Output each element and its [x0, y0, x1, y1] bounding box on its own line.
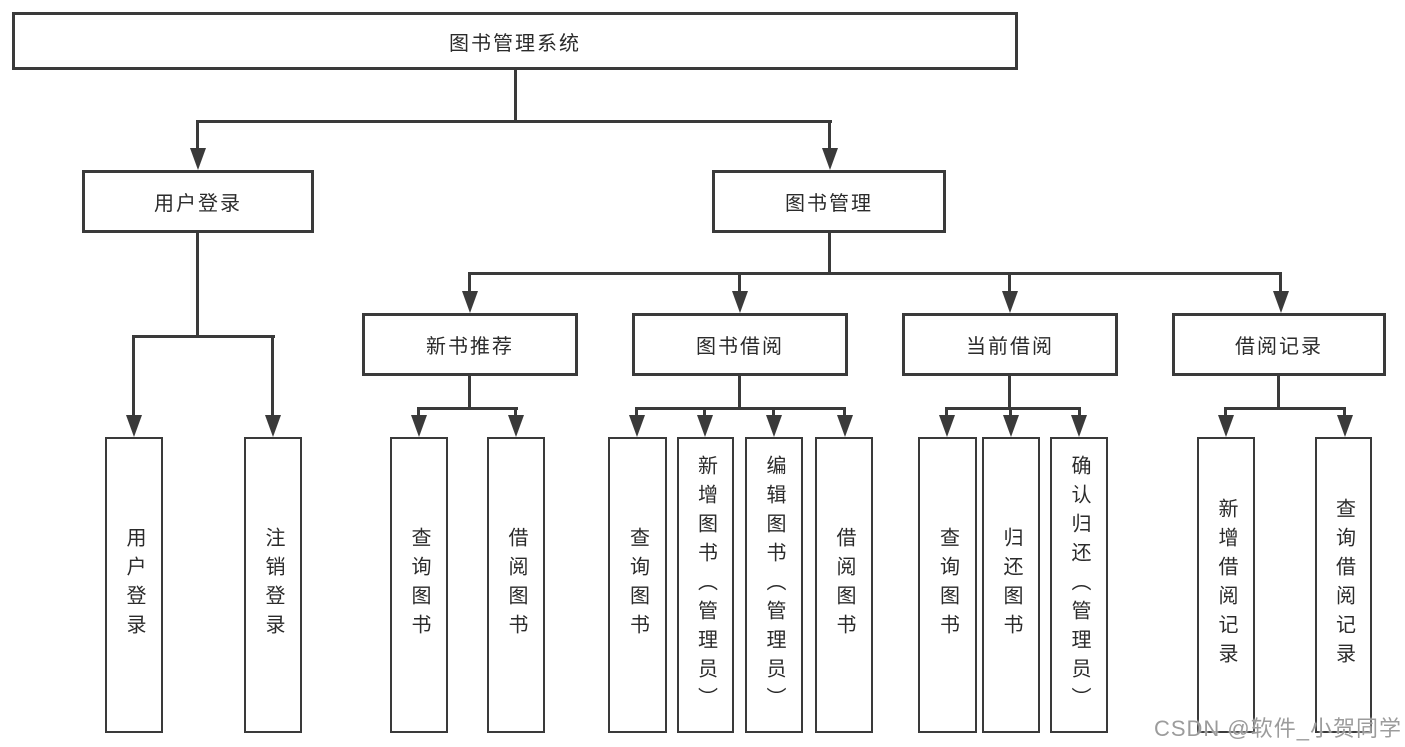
node-label: 归还图书	[1000, 527, 1022, 643]
connector-line	[828, 120, 831, 150]
node-label: 查询借阅记录	[1332, 498, 1355, 672]
node-label: 新增图书（管理员）	[694, 454, 717, 716]
arrow-down-icon	[190, 148, 206, 170]
leaf-user-login: 用户登录	[105, 437, 163, 733]
node-book-management: 图书管理	[712, 170, 946, 233]
arrow-down-icon	[462, 291, 478, 313]
connector-line	[132, 335, 275, 338]
leaf-add-book-admin: 新增图书（管理员）	[677, 437, 734, 733]
node-label: 用户登录	[154, 193, 242, 215]
connector-line	[635, 407, 846, 410]
connector-line	[828, 233, 831, 274]
arrow-down-icon	[411, 415, 427, 437]
connector-line	[738, 272, 741, 294]
node-label: 借阅图书	[505, 527, 527, 643]
connector-line	[196, 120, 199, 150]
connector-line	[945, 407, 948, 419]
arrow-down-icon	[508, 415, 524, 437]
arrow-down-icon	[1218, 415, 1234, 437]
connector-line	[1008, 272, 1011, 294]
connector-line	[417, 407, 420, 419]
leaf-edit-book-admin: 编辑图书（管理员）	[745, 437, 803, 733]
node-label: 借阅图书	[833, 527, 855, 643]
node-label: 新增借阅记录	[1215, 498, 1237, 672]
connector-line	[1224, 407, 1227, 419]
node-label: 新书推荐	[426, 336, 514, 358]
arrow-down-icon	[822, 148, 838, 170]
arrow-down-icon	[766, 415, 782, 437]
node-label: 用户登录	[123, 527, 145, 643]
leaf-logout: 注销登录	[244, 437, 302, 733]
leaf-query-books-recommend: 查询图书	[390, 437, 448, 733]
arrow-down-icon	[939, 415, 955, 437]
node-library-management-system: 图书管理系统	[12, 12, 1018, 70]
connector-line	[132, 335, 135, 417]
connector-line	[843, 407, 846, 419]
connector-line	[417, 407, 518, 410]
node-label: 查询图书	[626, 527, 649, 643]
connector-line	[1343, 407, 1346, 419]
connector-line	[945, 407, 1081, 410]
node-borrowing-records: 借阅记录	[1172, 313, 1386, 376]
node-label: 查询图书	[936, 527, 959, 643]
connector-line	[514, 70, 517, 123]
connector-line	[1008, 376, 1011, 410]
node-label: 图书管理系统	[449, 32, 581, 55]
leaf-borrow-books: 借阅图书	[815, 437, 873, 733]
connector-line	[772, 407, 775, 419]
connector-line	[196, 120, 832, 123]
leaf-add-borrow-record: 新增借阅记录	[1197, 437, 1255, 733]
node-book-borrowing: 图书借阅	[632, 313, 848, 376]
arrow-down-icon	[1002, 291, 1018, 313]
connector-line	[514, 407, 517, 419]
connector-line	[196, 233, 199, 338]
node-user-login: 用户登录	[82, 170, 314, 233]
node-label: 借阅记录	[1235, 336, 1323, 358]
connector-line	[468, 376, 471, 410]
arrow-down-icon	[1273, 291, 1289, 313]
node-label: 确认归还（管理员）	[1068, 454, 1090, 716]
node-label: 图书借阅	[696, 336, 784, 358]
arrow-down-icon	[1071, 415, 1087, 437]
leaf-query-books-current: 查询图书	[918, 437, 977, 733]
connector-line	[1277, 376, 1280, 410]
connector-line	[738, 376, 741, 410]
arrow-down-icon	[629, 415, 645, 437]
connector-line	[468, 272, 1282, 275]
leaf-borrow-books-recommend: 借阅图书	[487, 437, 545, 733]
leaf-query-books-borrowing: 查询图书	[608, 437, 667, 733]
node-label: 注销登录	[262, 527, 284, 643]
leaf-return-book: 归还图书	[982, 437, 1040, 733]
node-label: 查询图书	[408, 527, 430, 643]
arrow-down-icon	[1003, 415, 1019, 437]
connector-line	[468, 272, 471, 294]
connector-line	[635, 407, 638, 419]
arrow-down-icon	[732, 291, 748, 313]
arrow-down-icon	[837, 415, 853, 437]
arrow-down-icon	[265, 415, 281, 437]
connector-line	[1279, 272, 1282, 294]
arrow-down-icon	[1337, 415, 1353, 437]
connector-line	[1224, 407, 1346, 410]
node-label: 图书管理	[785, 193, 873, 215]
arrow-down-icon	[697, 415, 713, 437]
connector-line	[271, 335, 274, 417]
leaf-query-borrow-record: 查询借阅记录	[1315, 437, 1372, 733]
connector-line	[1078, 407, 1081, 419]
node-label: 当前借阅	[966, 336, 1054, 358]
watermark: CSDN @软件_小贺同学	[1153, 716, 1402, 741]
node-current-borrowing: 当前借阅	[902, 313, 1118, 376]
connector-line	[703, 407, 706, 419]
leaf-confirm-return-admin: 确认归还（管理员）	[1050, 437, 1108, 733]
node-label: 编辑图书（管理员）	[763, 454, 785, 716]
connector-line	[1009, 407, 1012, 419]
node-new-book-recommendation: 新书推荐	[362, 313, 578, 376]
arrow-down-icon	[126, 415, 142, 437]
